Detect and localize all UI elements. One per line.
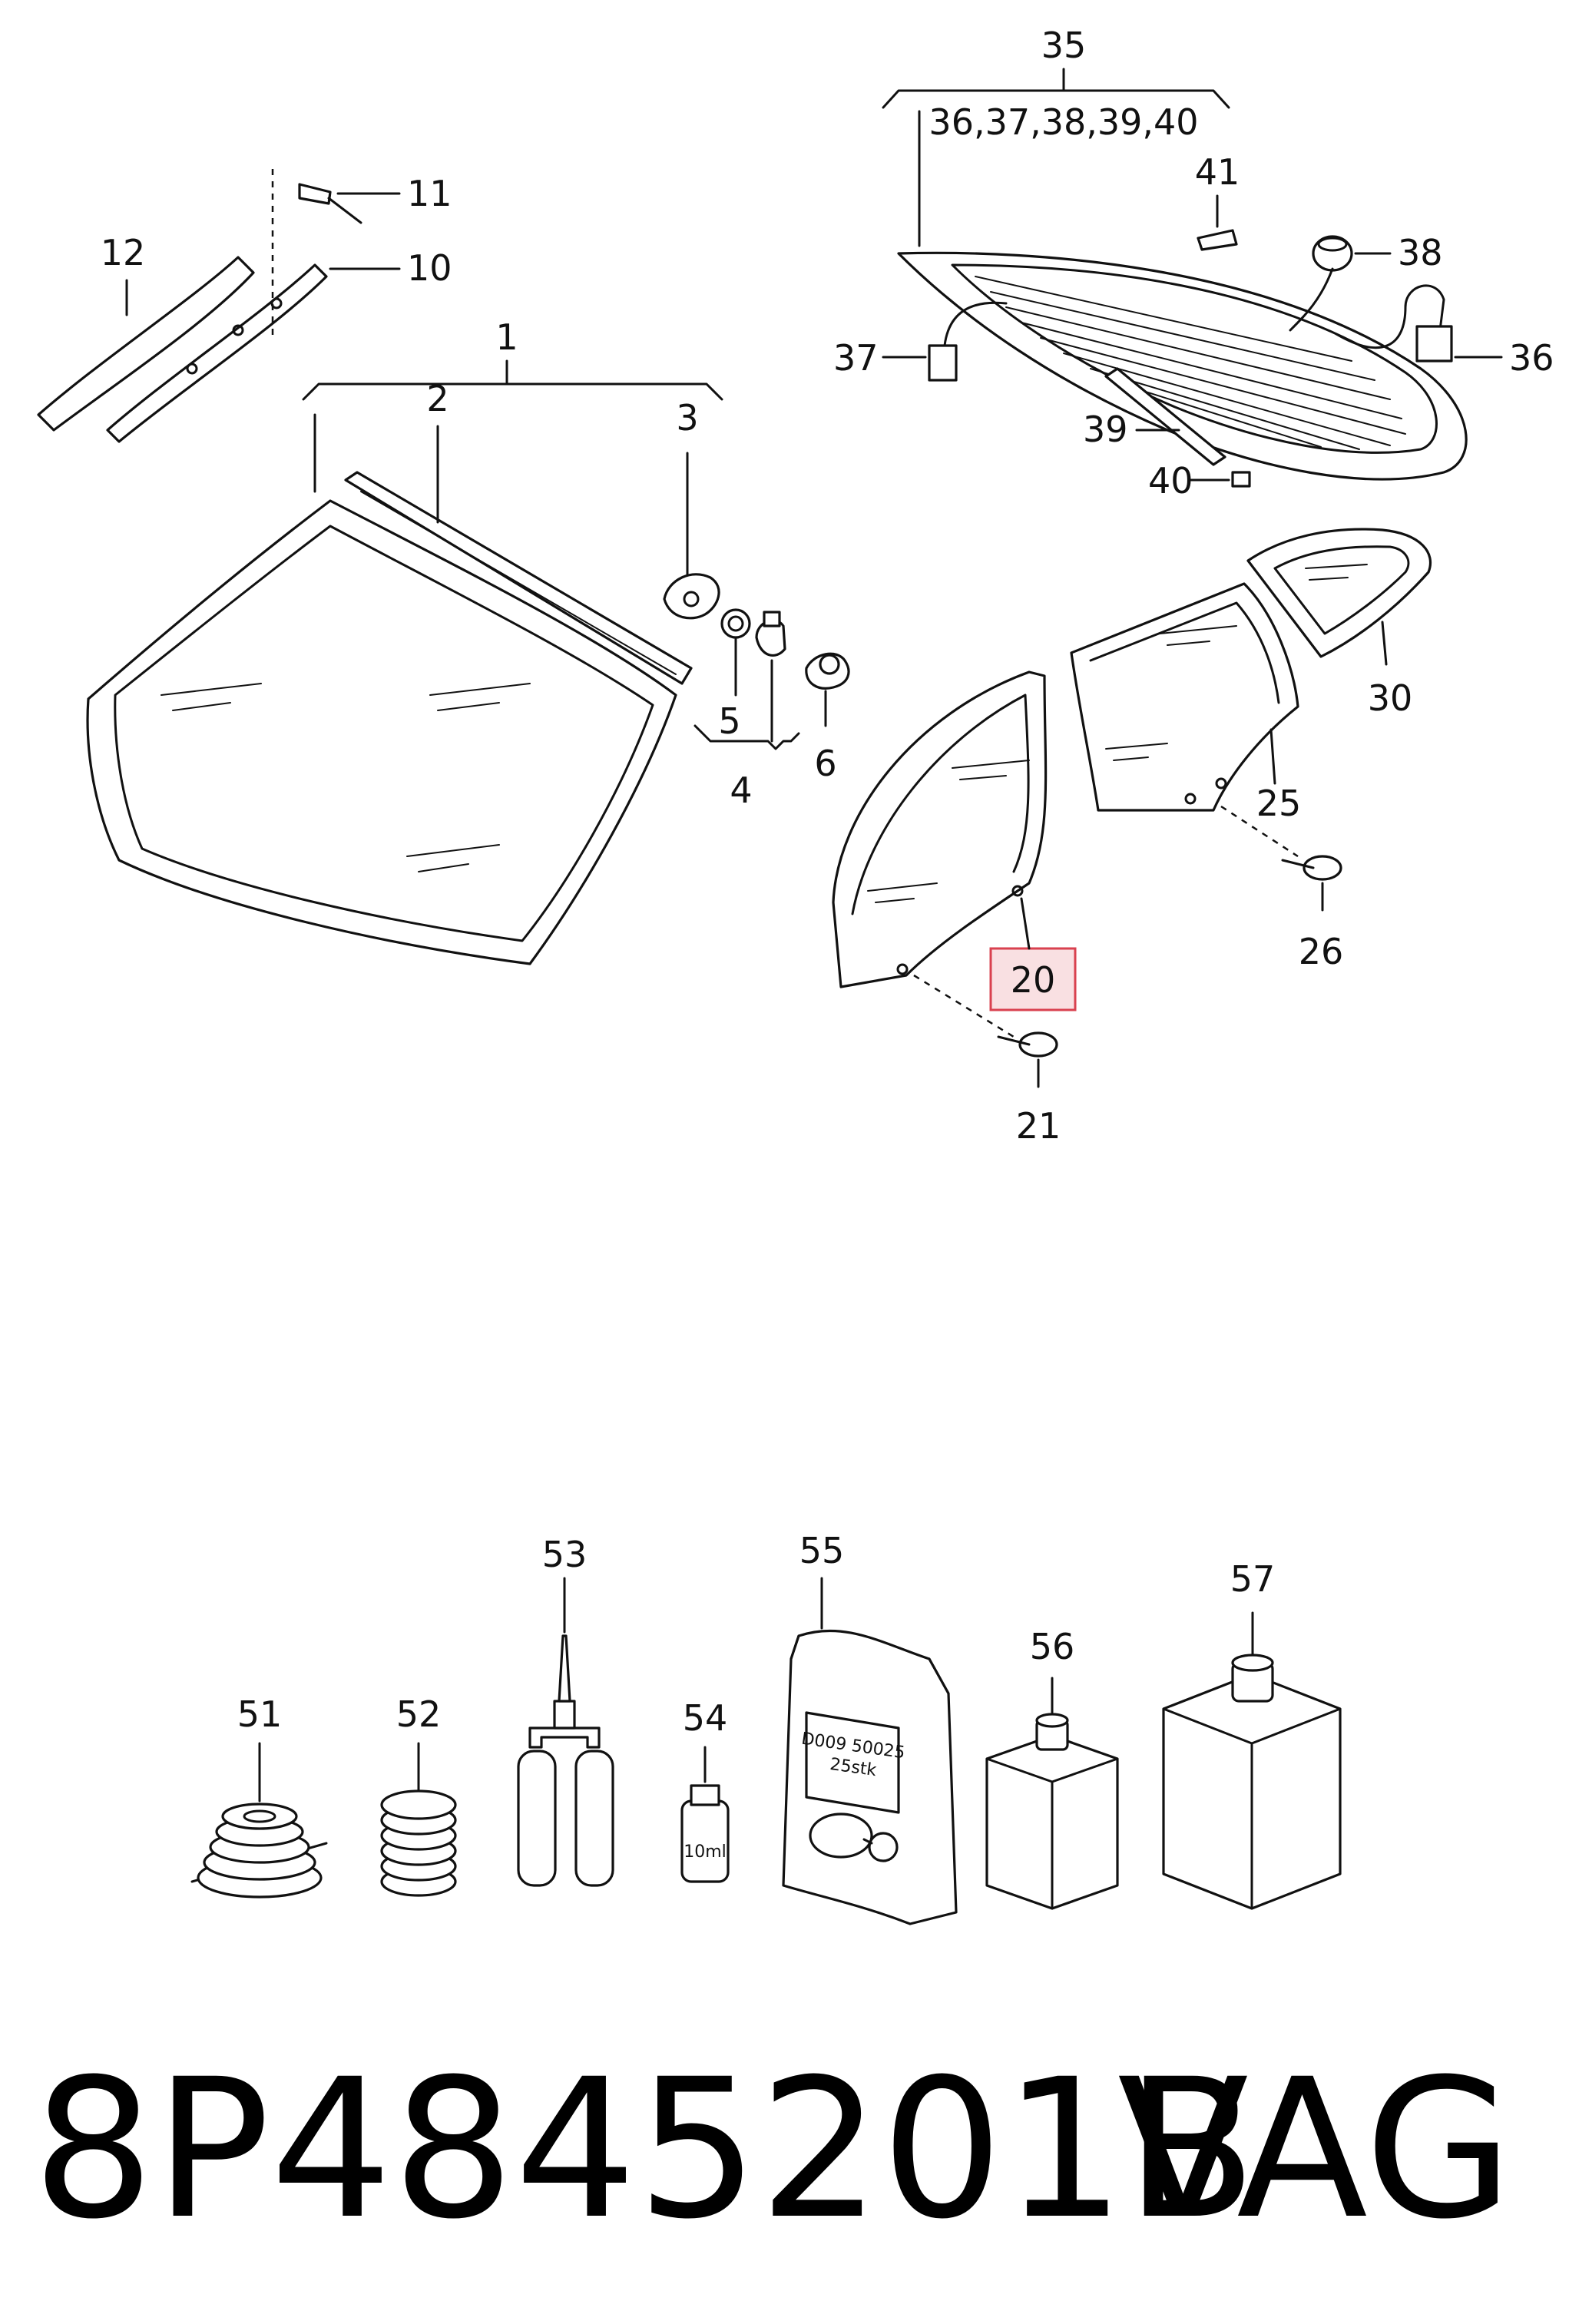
callout-53: 53 — [542, 1534, 588, 1575]
callout-54: 54 — [683, 1697, 728, 1739]
callout-11: 11 — [407, 173, 452, 214]
callout-35-subparts: 36,37,38,39,40 — [928, 101, 1198, 143]
callout-57: 57 — [1230, 1558, 1276, 1600]
windshield-inner-edge — [114, 525, 654, 942]
callout-6: 6 — [814, 743, 836, 784]
callout-20-highlight[interactable] — [989, 947, 1077, 1011]
callout-51: 51 — [237, 1693, 283, 1735]
pillar-trim-group: 12 10 11 — [37, 169, 452, 443]
callout-35: 35 — [1041, 25, 1087, 66]
callout-2: 2 — [426, 378, 449, 419]
rear-window-inner-edge — [951, 263, 1438, 454]
rear-window-group: 35 36,37,38,39,40 37 38 36 41 — [833, 25, 1554, 502]
callout-56: 56 — [1030, 1626, 1075, 1667]
callout-5: 5 — [718, 700, 740, 742]
clip-part-3 — [663, 573, 720, 620]
quarter-glass-30 — [1246, 528, 1432, 658]
connector-part-37 — [928, 344, 958, 382]
windshield-glass — [86, 499, 677, 965]
callout-30: 30 — [1368, 677, 1413, 719]
callout-25: 25 — [1256, 783, 1302, 824]
callout-41: 41 — [1195, 151, 1240, 193]
callout-38: 38 — [1398, 232, 1443, 273]
callout-21: 21 — [1016, 1105, 1061, 1147]
clip-part-40 — [1231, 471, 1251, 488]
sealing-spring-52: 52 — [380, 1693, 457, 1897]
sealing-coil-51: 51 — [190, 1693, 328, 1899]
windshield-upper-trim — [344, 471, 693, 685]
callout-26: 26 — [1299, 931, 1344, 972]
strip-part-39 — [1104, 367, 1226, 466]
screw-part-26 — [1303, 855, 1342, 881]
callout-3: 3 — [676, 397, 698, 439]
primer-bottle-54: 10ml 54 — [680, 1697, 730, 1883]
activator-bottle-57: 57 — [1162, 1558, 1342, 1910]
rear-door-glass-25 — [1070, 582, 1299, 812]
consumables-group: 51 52 53 10ml 54 — [190, 1530, 1342, 1925]
connector-part-36 — [1415, 325, 1453, 363]
rivet-part-11 — [298, 183, 332, 205]
bottle-volume-label: 10ml — [684, 1842, 727, 1862]
brand-text: VAG — [1117, 2038, 1513, 2261]
washer-part-5 — [720, 608, 751, 639]
rear-window-glass — [897, 251, 1468, 481]
callout-20: 20 — [1011, 959, 1056, 1001]
screw-part-21 — [1018, 1031, 1058, 1058]
windshield-group: 1 2 3 5 4 — [86, 316, 850, 965]
cleaner-bottle-56: 56 — [985, 1626, 1119, 1910]
clip-bag-55: D009 50025 25stk 55 — [782, 1530, 958, 1925]
callout-10: 10 — [407, 247, 452, 289]
pillar-trim-12 — [37, 256, 255, 432]
clip-piece-4 — [755, 619, 786, 657]
part-number-text: 8P4845201B — [32, 2038, 1257, 2261]
callout-52: 52 — [396, 1693, 442, 1735]
callout-37: 37 — [833, 337, 879, 379]
callout-55: 55 — [799, 1530, 845, 1571]
callout-36: 36 — [1509, 337, 1554, 379]
callout-1: 1 — [495, 316, 518, 358]
callout-12: 12 — [101, 232, 146, 273]
door-glass-20 — [832, 670, 1048, 988]
callout-39: 39 — [1083, 409, 1128, 450]
clip-part-41 — [1197, 229, 1238, 251]
adhesive-cartridge-53: 53 — [517, 1534, 614, 1887]
callout-4: 4 — [730, 770, 752, 811]
side-glass-group: 20 21 25 26 30 — [832, 528, 1432, 1147]
callout-40: 40 — [1148, 460, 1193, 502]
